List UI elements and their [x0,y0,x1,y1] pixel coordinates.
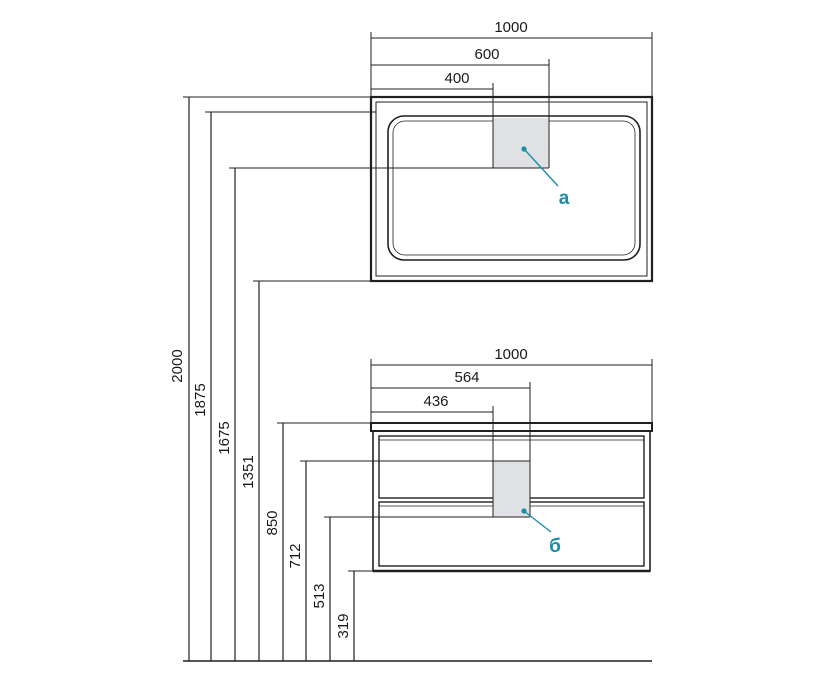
height-2000: 2000 [169,349,186,382]
height-850: 850 [264,510,281,535]
mirror-inner-frame [375,101,648,277]
cabinet-width-total: 1000 [494,346,527,363]
cabinet-width-mid: 564 [454,369,479,386]
callout-a-label: а [559,188,570,209]
mirror-highlight-area [493,118,549,168]
height-319: 319 [335,613,352,638]
mirror-outer-frame [369,95,654,283]
height-1351: 1351 [240,455,257,488]
height-1675: 1675 [216,421,233,454]
cabinet-top [370,422,653,432]
mirror-group: 1000 600 400 а [369,19,654,283]
height-1875: 1875 [192,383,209,416]
callout-b-label: б [549,536,561,557]
cabinet-group: 1000 564 436 б [370,346,653,573]
mirror-width-left: 400 [444,70,469,87]
cabinet-highlight-area [493,461,530,517]
mirror-width-mid: 600 [474,46,499,63]
callout-b-leader [523,510,552,533]
callout-a-leader [523,148,559,187]
height-712: 712 [287,543,304,568]
cabinet-width-left: 436 [423,393,448,410]
mirror-glass-outline [387,115,641,261]
mirror-width-total: 1000 [494,19,527,36]
height-513: 513 [311,583,328,608]
height-dimensions: 2000 1875 1675 1351 850 712 513 319 [169,96,652,662]
